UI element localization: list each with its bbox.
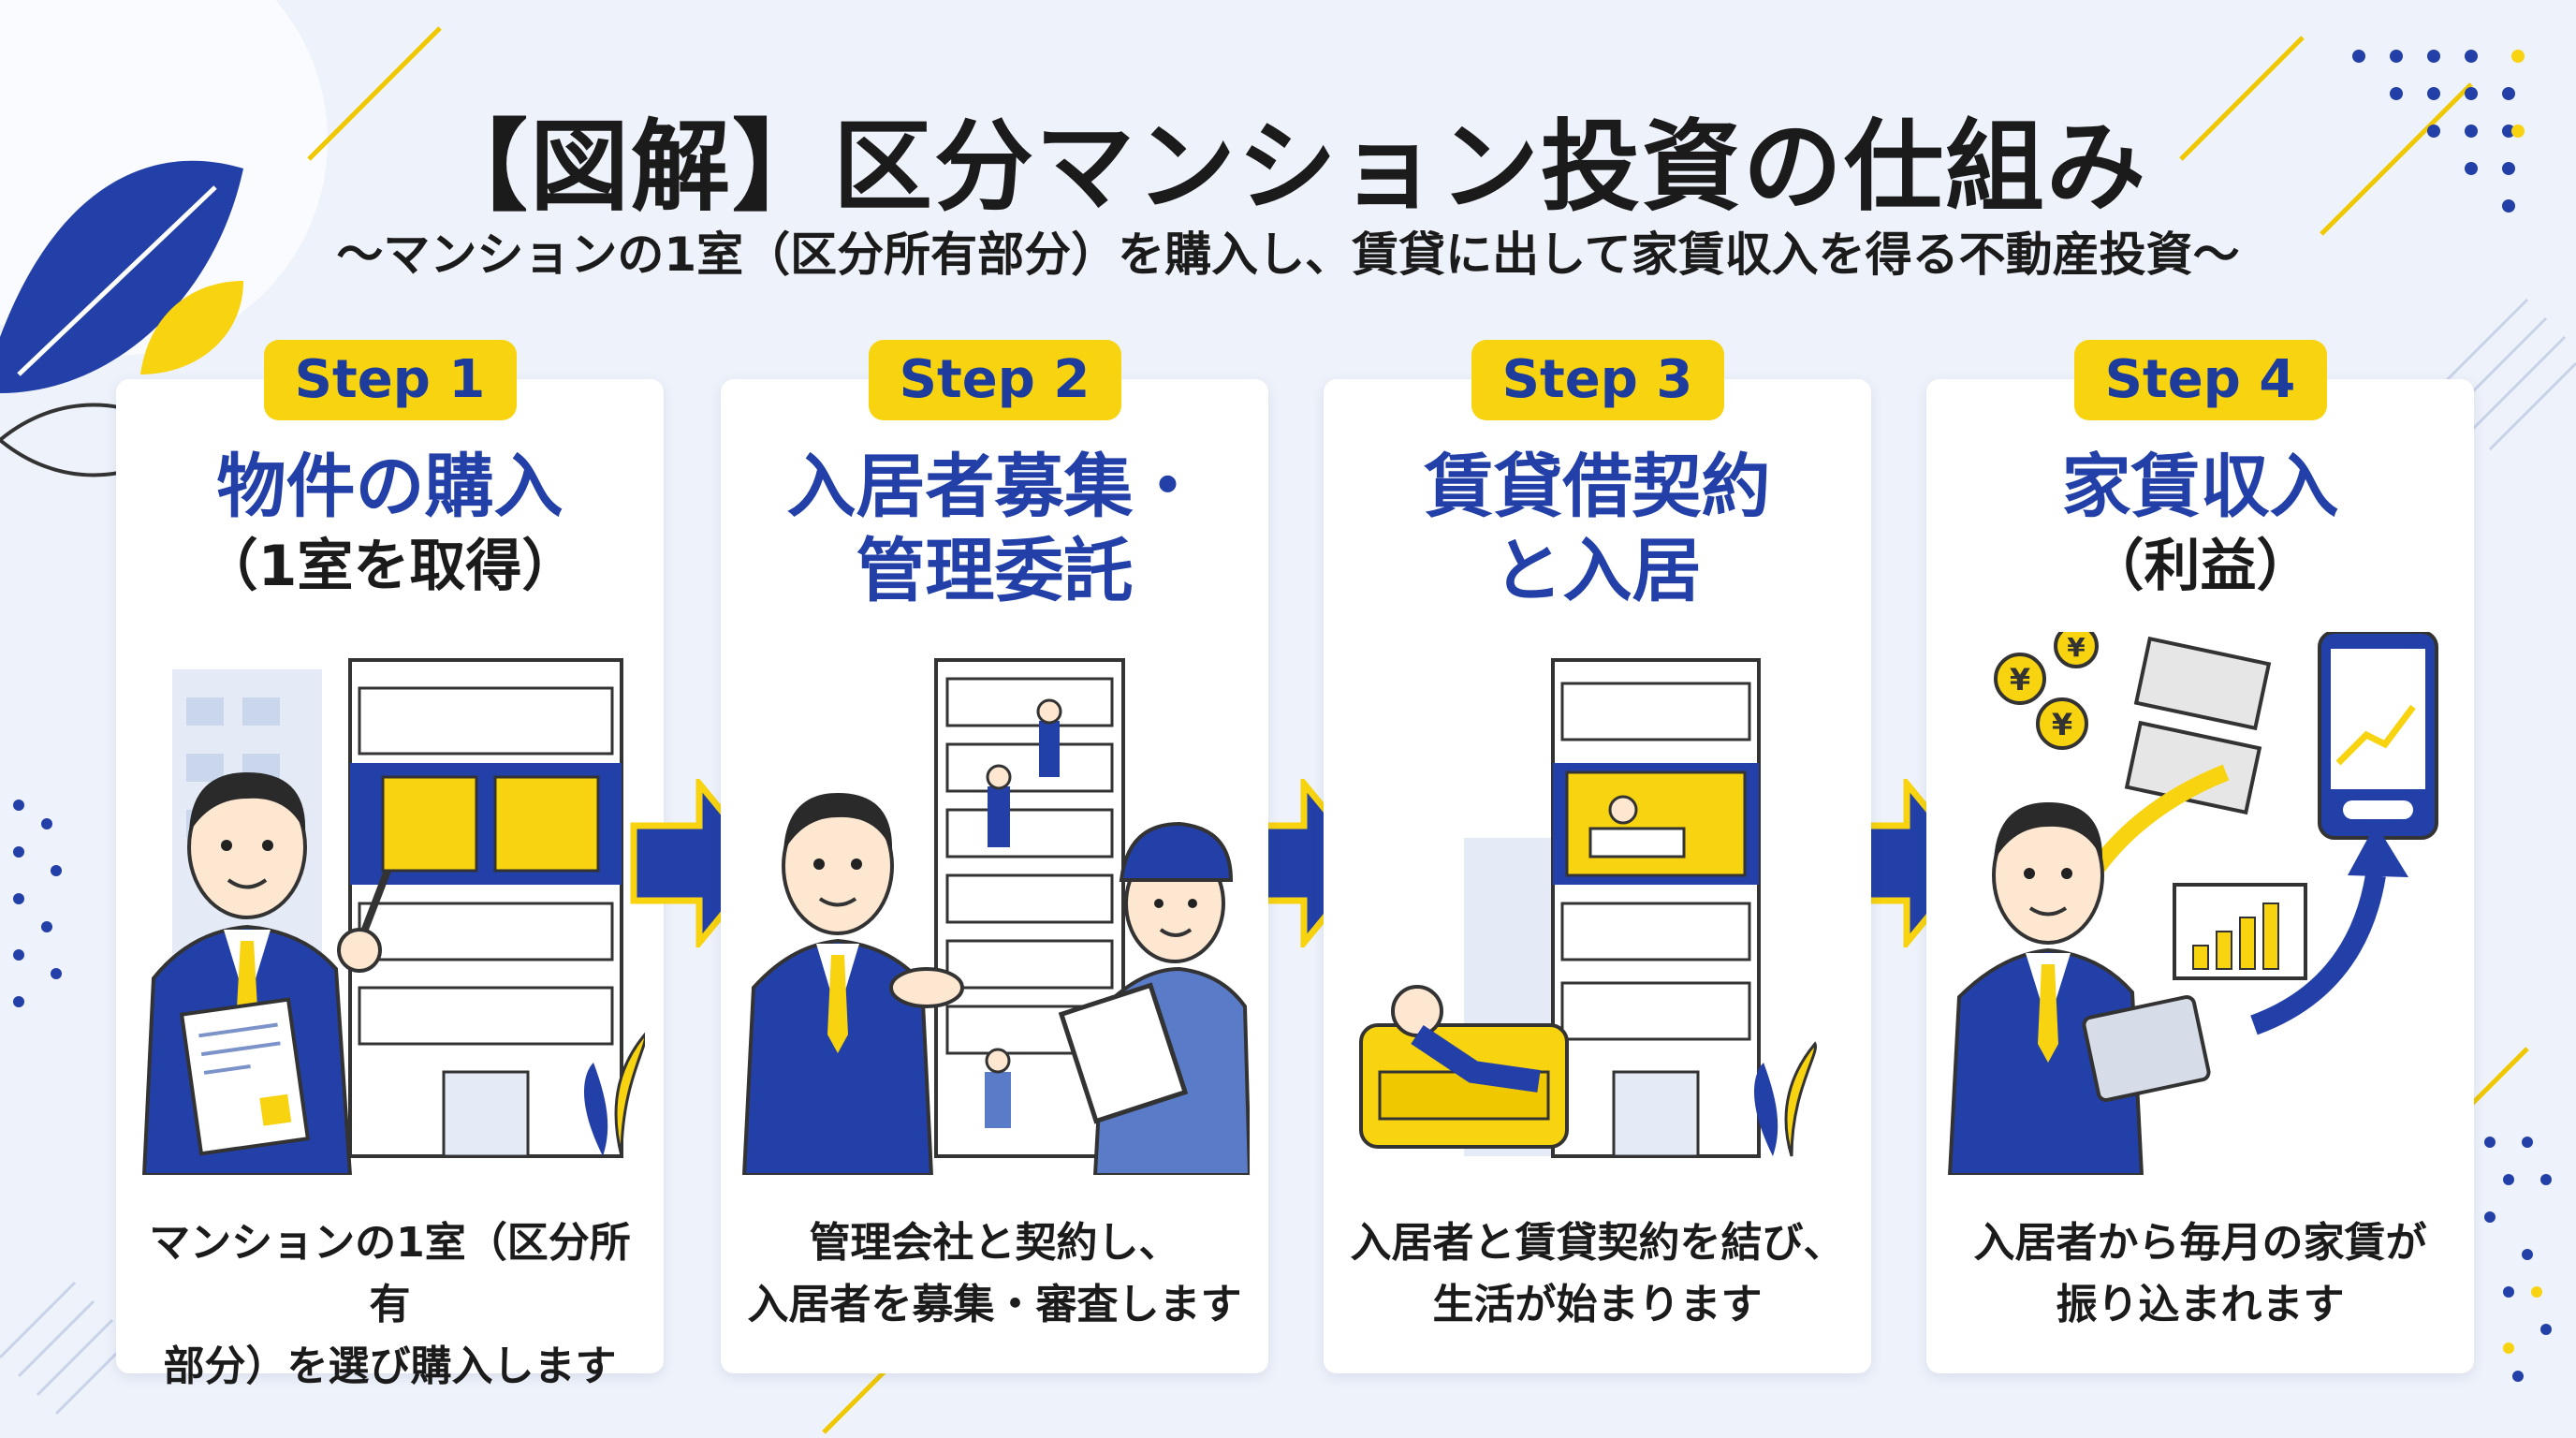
step-card-1: Step 1 物件の購入 （1室を取得） xyxy=(116,340,664,1390)
yen-coin-icon: ¥ xyxy=(1994,653,2046,705)
page-subtitle: 〜マンションの1室（区分所有部分）を購入し、賃貸に出して家賃収入を得る不動産投資… xyxy=(336,227,2240,282)
step-card-2: Step 2 入居者募集・ 管理委託 管理会社と契約し、 入居者を募集・審査しま… xyxy=(721,340,1268,1373)
management-illustration xyxy=(741,658,1250,1175)
svg-text:¥: ¥ xyxy=(2010,662,2030,697)
step-description: 入居者から毎月の家賃が 振り込まれます xyxy=(1973,1219,2427,1328)
tenant-illustration xyxy=(1359,658,1818,1158)
income-illustration: ¥ ¥ ¥ xyxy=(1947,632,2438,1175)
step-title-line2: と入居 xyxy=(1493,531,1702,611)
step-description: マンションの1室（区分所有 部分）を選び購入します xyxy=(149,1219,631,1390)
step-badge: Step 4 xyxy=(2073,340,2327,420)
purchase-illustration xyxy=(141,658,645,1175)
step-title-line2: 管理委託 xyxy=(856,531,1134,611)
step-title: 入居者募集・ xyxy=(786,447,1203,527)
step-badge: Step 2 xyxy=(868,340,1121,420)
step-description: 入居者と賃貸契約を結び、 生活が始まります xyxy=(1350,1219,1845,1328)
step-subtitle: （1室を取得） xyxy=(201,534,578,599)
step-badge: Step 1 xyxy=(263,340,517,420)
svg-text:¥: ¥ xyxy=(2067,632,2086,663)
step-description: 管理会社と契約し、 入居者を募集・審査します xyxy=(747,1219,1242,1328)
yen-coin-icon: ¥ xyxy=(2054,632,2099,668)
page-title: 【図解】区分マンション投資の仕組み xyxy=(429,110,2147,225)
step-card-3: Step 3 賃貸借契約 と入居 入居者と賃貸契約を結び、 生活が始まります xyxy=(1324,340,1871,1373)
yen-coin-icon: ¥ xyxy=(2036,697,2088,750)
step-title: 家賃収入 xyxy=(2061,447,2339,527)
step-badge: Step 3 xyxy=(1471,340,1724,420)
step-card-4: Step 4 家賃収入 （利益） ¥ ¥ ¥ xyxy=(1926,340,2474,1373)
step-subtitle: （利益） xyxy=(2087,534,2313,599)
svg-text:¥: ¥ xyxy=(2052,707,2072,742)
step-title: 物件の購入 xyxy=(216,447,564,527)
step-title: 賃貸借契約 xyxy=(1424,447,1771,527)
